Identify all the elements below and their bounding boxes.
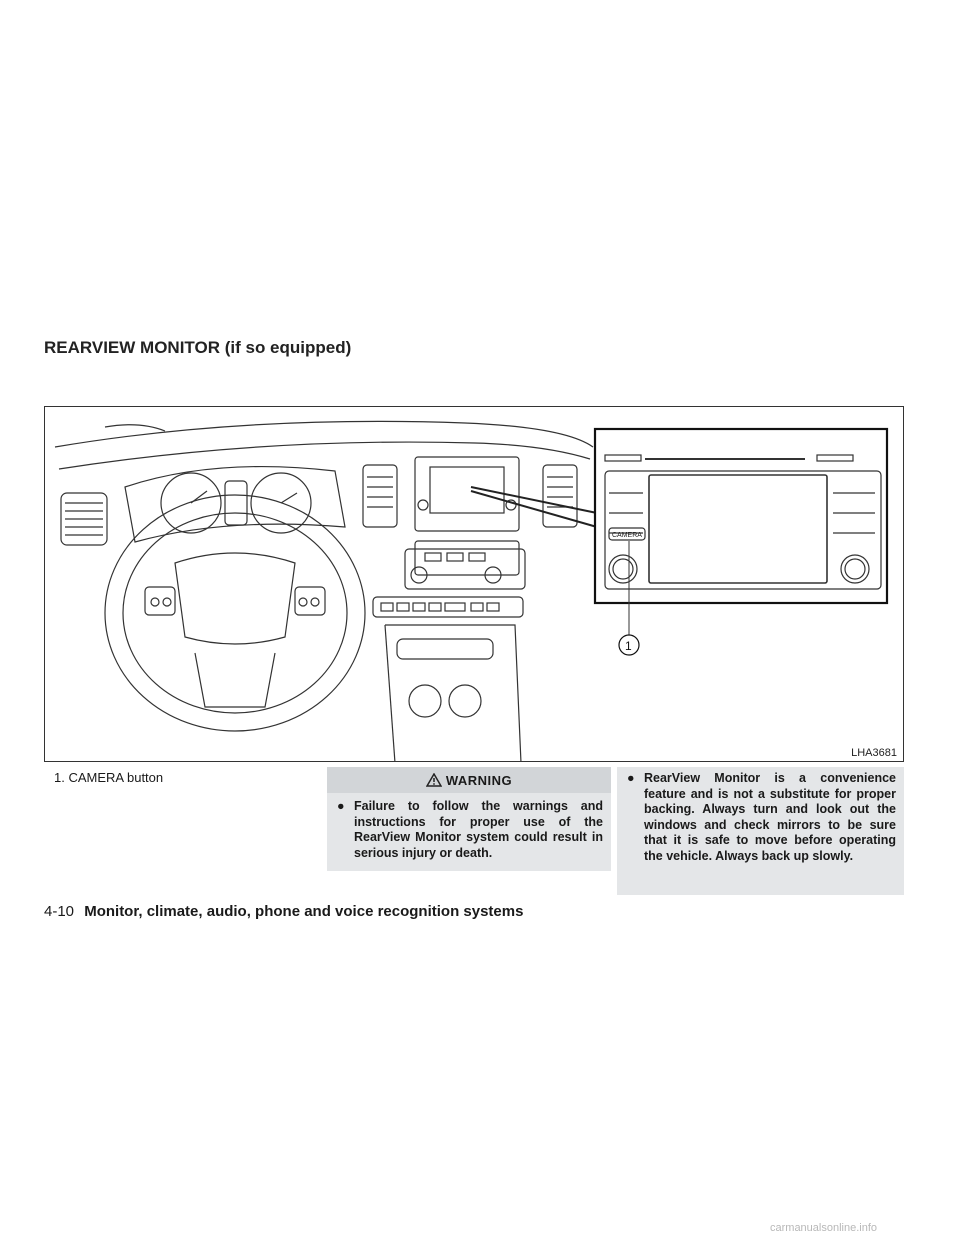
page-footer: 4-10 Monitor, climate, audio, phone and … xyxy=(44,903,523,920)
callout-list-number: 1 xyxy=(54,770,62,785)
callout-1: 1 xyxy=(618,634,640,656)
warning-bullet-2: ● RearView Monitor is a convenience feat… xyxy=(627,771,896,863)
chapter-title: Monitor, climate, audio, phone and voice… xyxy=(84,903,524,920)
warning-heading: WARNING xyxy=(327,767,611,793)
center-head-unit xyxy=(414,456,520,576)
warning-box: WARNING ● Failure to follow the warnings… xyxy=(327,767,611,871)
instrument-cluster xyxy=(124,465,346,543)
callout-list: 1. CAMERA button xyxy=(54,770,164,785)
left-air-vent xyxy=(60,492,108,546)
camera-button-label: CAMERA xyxy=(612,532,642,539)
warning-box-continued: ● RearView Monitor is a convenience feat… xyxy=(617,767,904,895)
callout-1-number: 1 xyxy=(625,639,632,653)
section-title: REARVIEW MONITOR (if so equipped) xyxy=(44,338,352,357)
bullet-dot-icon: ● xyxy=(337,799,345,813)
warning-bullet-1: ● Failure to follow the warnings and ins… xyxy=(337,799,603,860)
dashboard-illustration: CAMERA 1 LHA3681 xyxy=(44,406,904,762)
callout-list-label: CAMERA button xyxy=(68,770,164,785)
watermark: carmanualsonline.info xyxy=(770,1222,878,1234)
steering-wheel xyxy=(104,494,366,732)
warning-triangle-icon xyxy=(425,773,442,787)
head-unit-inset: CAMERA xyxy=(593,427,889,605)
warning-heading-text: WARNING xyxy=(445,772,513,788)
bullet-dot-icon: ● xyxy=(627,771,635,785)
page-number: 4-10 xyxy=(44,903,75,920)
figure-code: LHA3681 xyxy=(851,747,897,759)
